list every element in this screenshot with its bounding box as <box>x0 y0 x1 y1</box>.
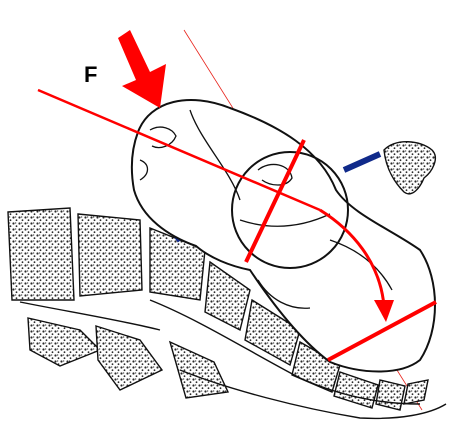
face-profile <box>139 126 177 181</box>
suture-line-1 <box>189 109 241 201</box>
vertebra-5 <box>244 298 301 367</box>
vertebra-8 <box>375 379 406 411</box>
lamina-line <box>149 299 421 405</box>
vertebra-1 <box>7 207 75 301</box>
force-label: F <box>84 62 98 87</box>
vertebra-2 <box>77 213 143 297</box>
curve-arrowhead <box>374 300 394 322</box>
canal-line <box>19 301 161 331</box>
head-outline <box>130 99 436 373</box>
spinous-process-2 <box>95 325 164 391</box>
force-direction-line <box>37 88 321 212</box>
head-diameter-line-2 <box>327 300 437 362</box>
vertebra-7 <box>333 371 379 409</box>
vertebra-9 <box>403 379 429 405</box>
fetal-head <box>130 99 436 373</box>
head-diameter-line-1 <box>244 139 306 263</box>
neck-outline <box>257 239 393 309</box>
spinous-process-1 <box>27 317 102 367</box>
curve-of-carus-arrow <box>319 208 386 307</box>
posterior-arch <box>179 369 447 420</box>
vertebra-4 <box>204 260 251 332</box>
ligament-upper <box>342 151 382 173</box>
ilium-fragment <box>383 141 436 195</box>
ear-detail <box>257 163 293 186</box>
head-circle <box>231 151 349 269</box>
force-arrow <box>118 30 166 108</box>
spinous-process-3 <box>168 340 230 399</box>
suture-line-2 <box>239 213 331 227</box>
spine <box>7 207 447 420</box>
